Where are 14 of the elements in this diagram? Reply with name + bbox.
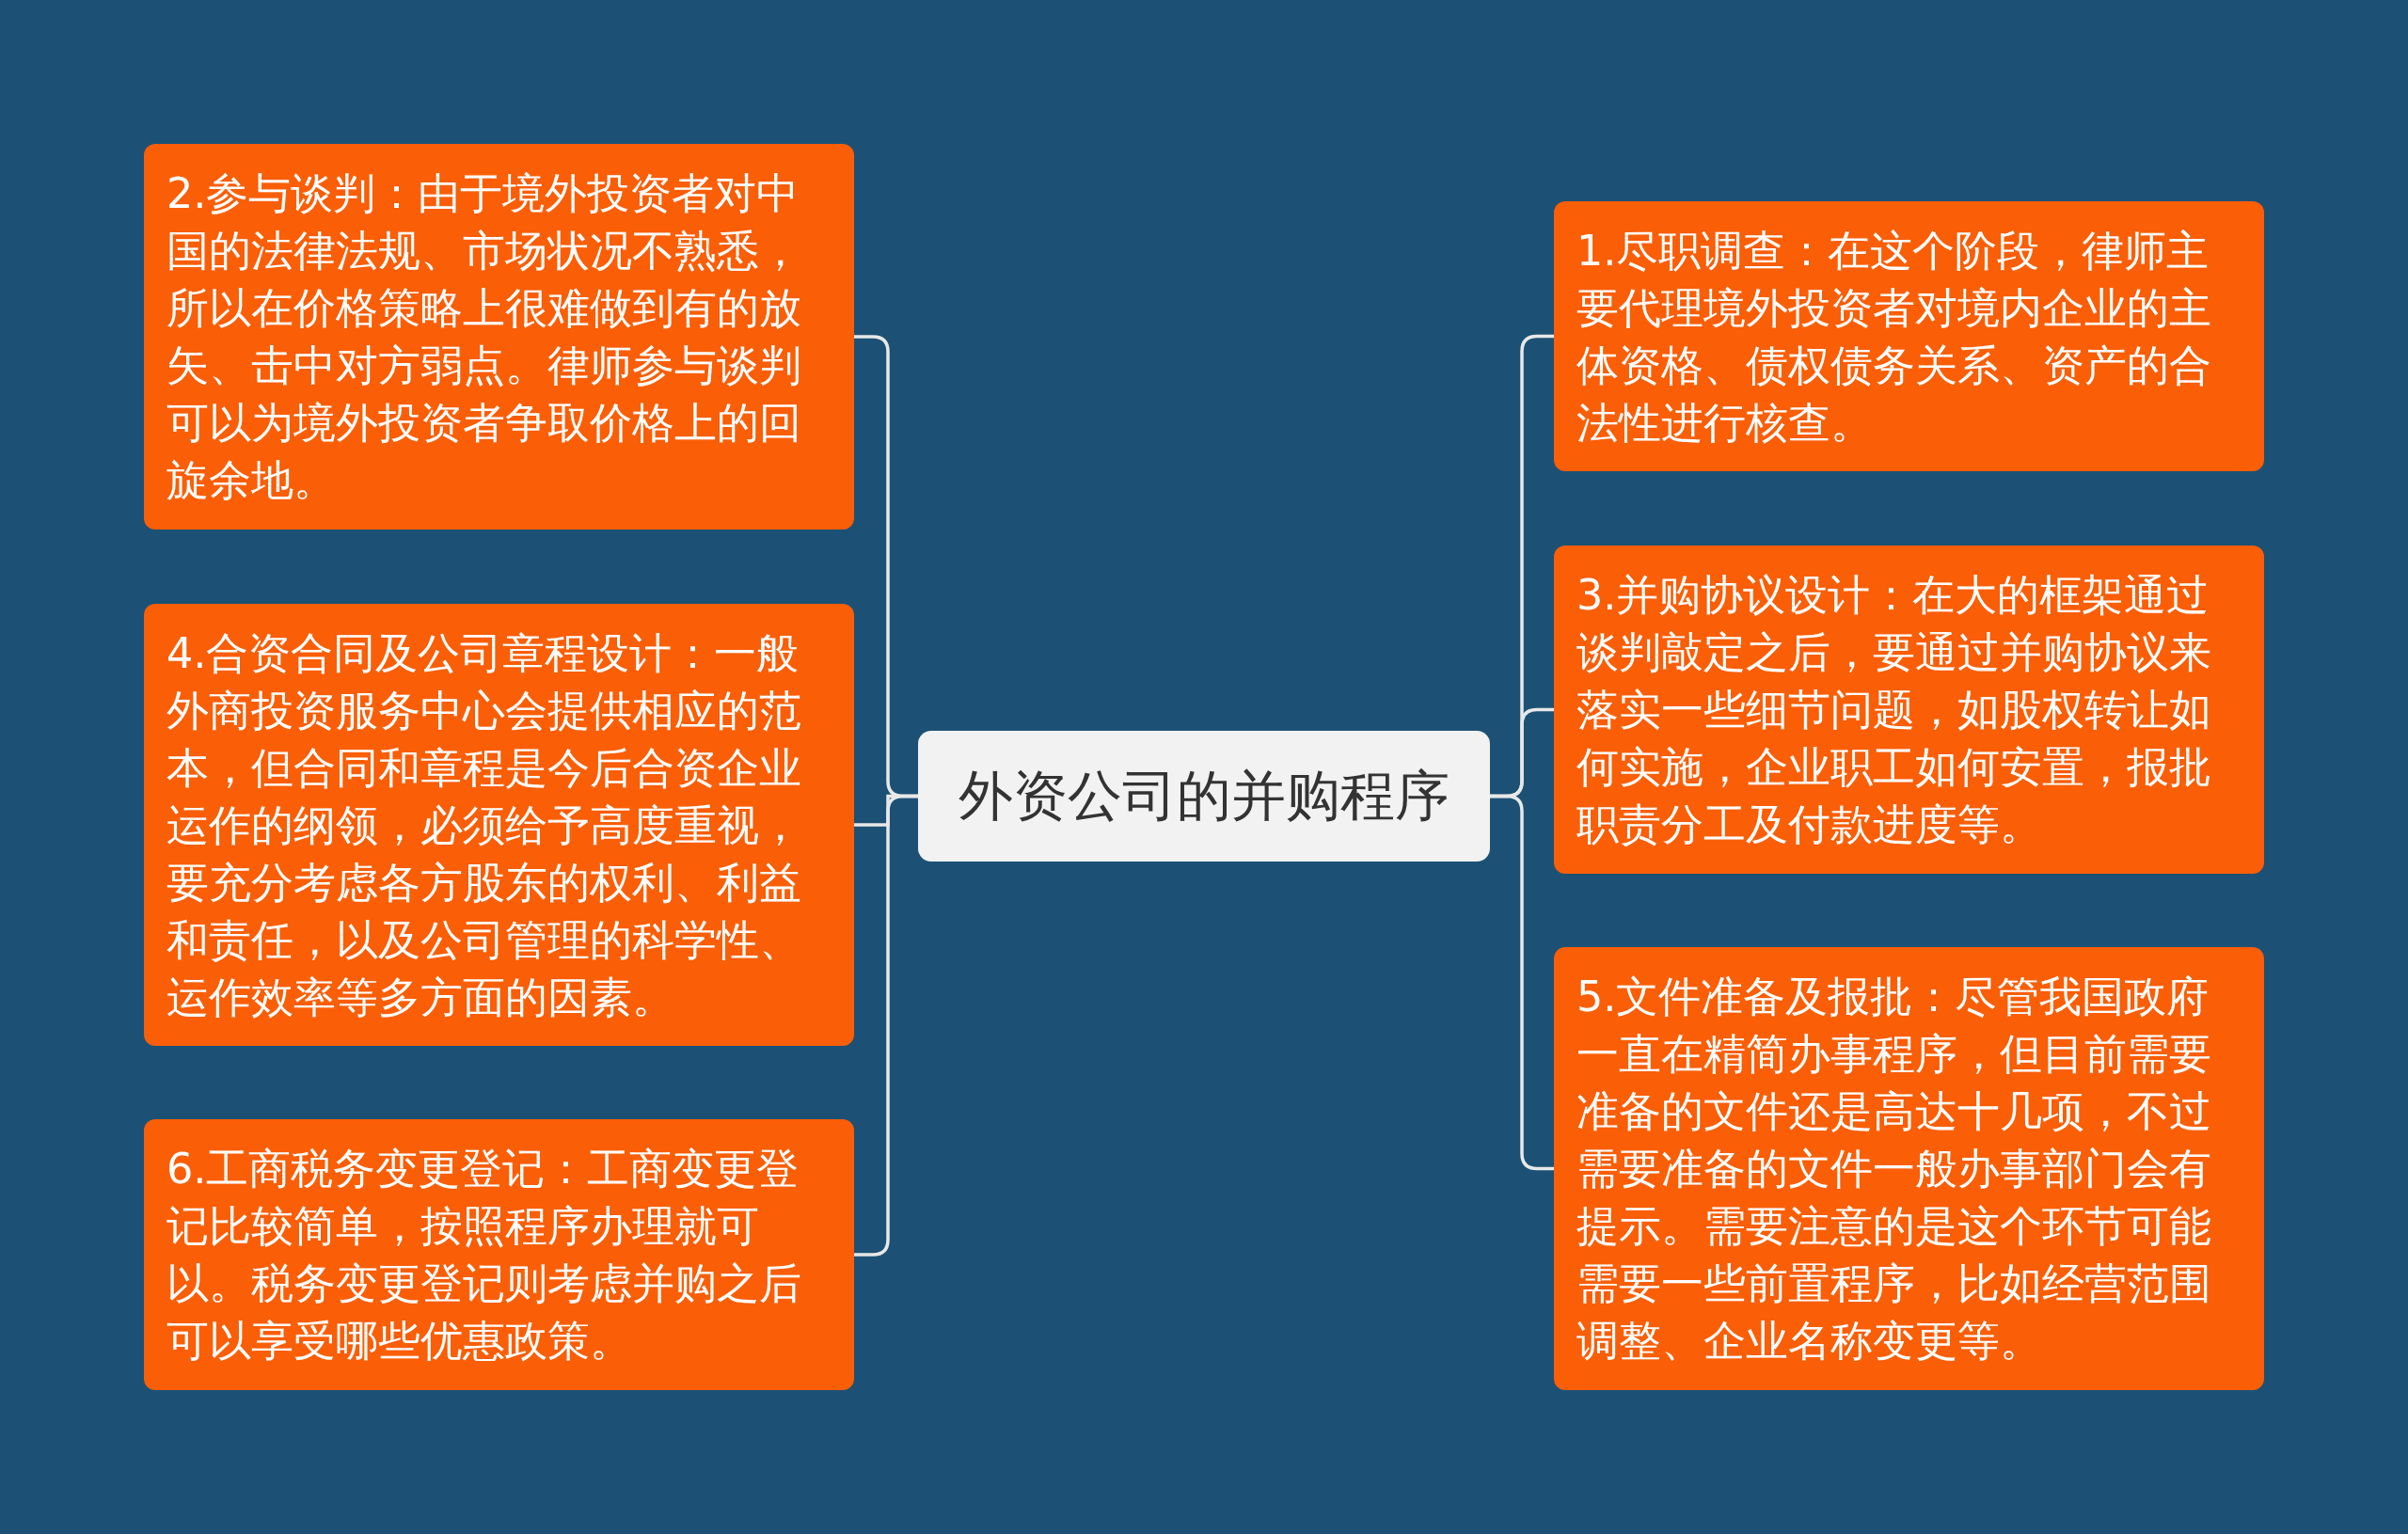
box-text: 4.合资合同及公司章程设计：一般外商投资服务中心会提供相应的范本，但合同和章程是今后合资企业运作的纲领，必须给予高度重视，要充分考虑各方股东的权利、利益和责任，以及公司管理的科学性、运作效率等多方面的因素。 [166, 627, 802, 1023]
box-text: 2.参与谈判：由于境外投资者对中国的法律法规、市场状况不熟悉，所以在价格策略上很难做到有的放矢、击中对方弱点。律师参与谈判可以为境外投资者争取价格上的回旋余地。 [166, 168, 802, 506]
box-text: 5.文件准备及报批：尽管我国政府一直在精简办事程序，但目前需要准备的文件还是高达十几项，不过需要准备的文件一般办事部门会有提示。需要注意的是这个环节可能需要一些前置程序，比如经营范围调整、企业名称变更等。 [1576, 972, 2212, 1367]
text-box [144, 604, 854, 1046]
box-text: 6.工商税务变更登记：工商变更登记比较简单，按照程序办理就可以。税务变更登记则考虑并购之后可以享受哪些优惠政策。 [166, 1144, 802, 1367]
box-text: 1.尽职调查：在这个阶段，律师主要代理境外投资者对境内企业的主体资格、债权债务关系、资产的合法性进行核查。 [1576, 225, 2212, 449]
box-text: 3.并购协议设计：在大的框架通过谈判敲定之后，要通过并购协议来落实一些细节问题，如股权转让如何实施，企业职工如何安置，报批职责分工及付款进度等。 [1576, 570, 2212, 850]
text-box [144, 144, 854, 530]
text-box [1554, 201, 2264, 471]
text-box [1554, 947, 2264, 1390]
topic-box [918, 731, 1490, 862]
topic-text: 外资公司的并购程序 [958, 762, 1450, 830]
text-box [144, 1119, 854, 1390]
text-box [1554, 546, 2264, 874]
